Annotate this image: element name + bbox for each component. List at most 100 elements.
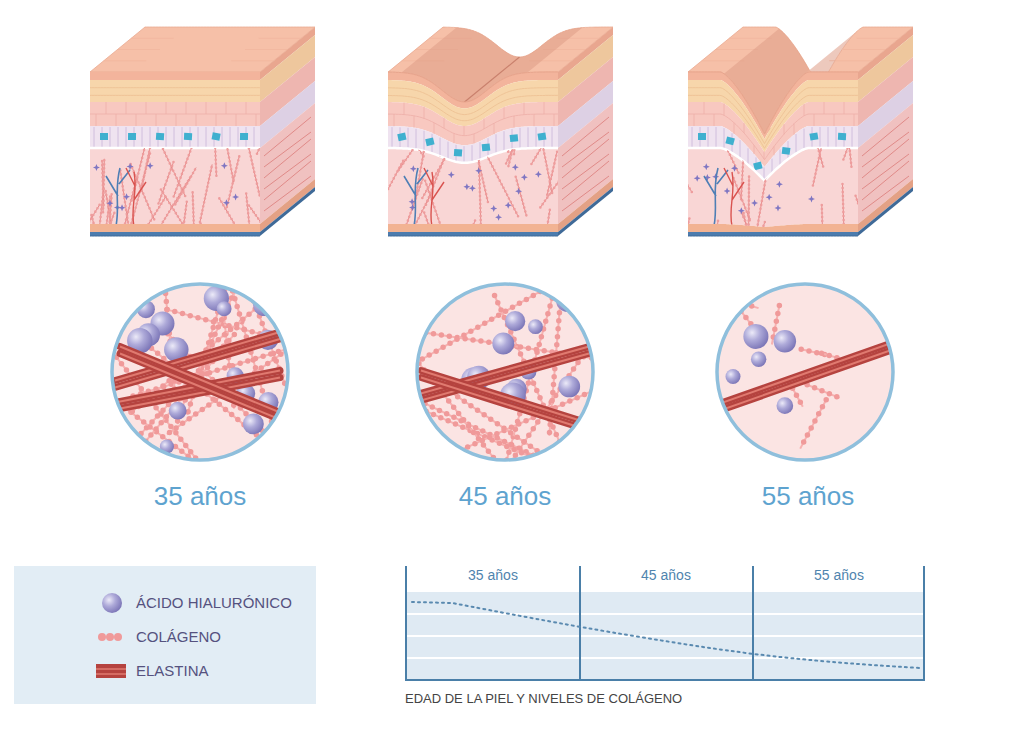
- skin-base: [388, 236, 558, 237]
- fibroblast: [535, 171, 542, 178]
- basal-cell: [852, 127, 853, 147]
- skin-base: [688, 236, 858, 237]
- collagen-beads: [75, 205, 100, 245]
- cell-texture: [424, 107, 425, 119]
- hyaluronic-sphere: [774, 330, 796, 352]
- cell-texture: [784, 124, 785, 134]
- artery: [126, 168, 146, 226]
- grid-line: [405, 635, 925, 637]
- basal-cell: [464, 146, 465, 162]
- collagen-beads: [514, 65, 521, 154]
- basal-cell: [142, 127, 143, 147]
- collagen-fiber: [257, 99, 281, 154]
- cell-texture: [176, 114, 177, 126]
- vein: [704, 168, 728, 226]
- surface-texture: [857, 38, 900, 39]
- cell-texture: [754, 145, 755, 154]
- fibroblast: [764, 169, 771, 176]
- cell-texture: [186, 102, 187, 114]
- collagen-beads: [425, 181, 447, 245]
- collagen-beads: [97, 189, 104, 253]
- collagen-beads: [506, 102, 533, 164]
- collagen-fiber: [856, 196, 870, 238]
- basement-membrane: [90, 147, 260, 150]
- basal-cell: [740, 140, 741, 157]
- skin-layer: [688, 148, 858, 227]
- fibroblast: [448, 171, 455, 178]
- collagen-beads: [680, 218, 690, 259]
- side-fiber: [264, 161, 311, 200]
- cell-texture: [764, 152, 765, 159]
- elastin-highlight: [120, 347, 285, 415]
- basal-cell: [496, 134, 497, 152]
- fibroblast: [221, 162, 228, 169]
- collagen-beads: [755, 162, 768, 239]
- skin-layer: [90, 126, 260, 148]
- layer-texture: [388, 95, 558, 120]
- collagen-beads: [213, 93, 217, 175]
- hyaluronic-sphere: [505, 311, 525, 331]
- skin-layer: [90, 224, 260, 232]
- fibroblast: [703, 163, 710, 170]
- fibroblast: [475, 167, 482, 174]
- collagen-fiber: [398, 179, 423, 249]
- collagen-beads: [813, 107, 830, 185]
- basal-cell: [828, 127, 829, 147]
- collagen-fiber: [249, 206, 297, 273]
- skin-block: [669, 27, 913, 304]
- basal-cell: [94, 127, 95, 147]
- dermis-detail: [669, 85, 869, 304]
- basement-membrane: [688, 148, 858, 181]
- skin-block: [75, 27, 315, 276]
- skin-surface: [90, 27, 315, 72]
- skin-layer: [90, 102, 260, 126]
- melanocyte: [753, 162, 762, 171]
- legend-text-box: ELASTINA: [136, 662, 209, 679]
- layer-texture: [90, 95, 260, 96]
- elastin-fiber: [120, 347, 285, 415]
- basal-cell: [424, 131, 425, 150]
- collagen-fiber: [708, 221, 718, 290]
- fibroblast: [776, 181, 783, 188]
- collagen-bead: [106, 633, 114, 641]
- elastin-fiber: [421, 371, 580, 421]
- cell-texture: [246, 102, 247, 114]
- cell-texture: [724, 103, 725, 115]
- hyaluronic-sphere: [558, 376, 580, 398]
- collagen-beads: [411, 365, 586, 484]
- collagen-fiber: [847, 122, 852, 167]
- basal-cell: [772, 159, 773, 172]
- hyaluronic-sphere: [243, 413, 264, 434]
- collagen-beads: [390, 103, 424, 157]
- collagen-beads: [549, 225, 566, 435]
- collagen-bead: [114, 633, 122, 641]
- skin-block: [374, 27, 613, 294]
- cell-texture: [146, 102, 147, 114]
- legend-text: ELASTINA: [136, 662, 209, 679]
- legend-swatch: [92, 625, 132, 649]
- basal-cell: [716, 127, 717, 147]
- collagen-beads: [744, 213, 755, 271]
- collagen-fiber: [514, 65, 521, 154]
- collagen-beads: [531, 103, 568, 164]
- legend-panel: [14, 566, 316, 704]
- dermis-detail: [75, 93, 297, 276]
- skin-side-layer: [558, 179, 613, 232]
- cell-texture: [794, 124, 795, 135]
- artery: [424, 168, 444, 226]
- melanocyte: [838, 133, 846, 140]
- cell-texture: [744, 123, 745, 133]
- collagen-fiber: [736, 222, 765, 304]
- side-fiber: [862, 161, 909, 200]
- collagen-fiber: [75, 205, 100, 245]
- collagen-beads: [708, 221, 718, 290]
- side-fiber: [562, 176, 609, 211]
- elastin-highlight: [120, 354, 285, 422]
- skin-side-layer: [260, 179, 315, 232]
- cell-texture: [834, 114, 835, 126]
- collagen-fiber: [508, 86, 537, 151]
- basal-cell: [748, 148, 749, 164]
- artery: [724, 168, 744, 226]
- melanocyte: [809, 132, 818, 140]
- side-fiber: [264, 176, 311, 211]
